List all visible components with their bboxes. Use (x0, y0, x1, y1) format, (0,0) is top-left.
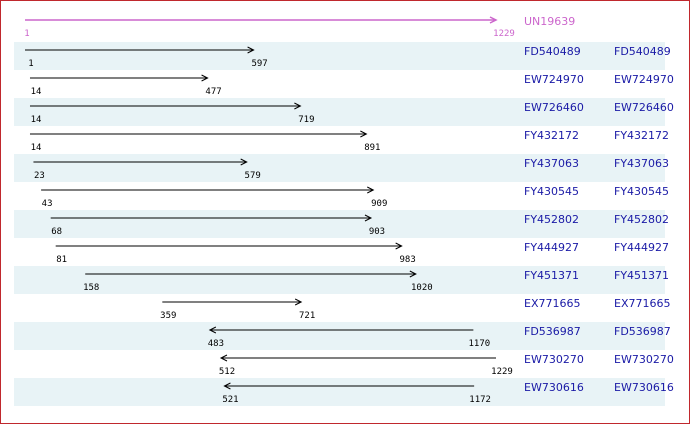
alignment-start-label: 14 (31, 115, 42, 125)
alignment-end-label: 903 (369, 227, 385, 237)
alignment-start-label: 521 (222, 395, 238, 405)
accession-link-fy437063[interactable]: FY437063 (524, 157, 580, 170)
accession-link-secondary-ew726460[interactable]: EW726460 (614, 101, 674, 114)
alignment-start-label: 14 (31, 143, 42, 153)
alignment-start-label: 512 (219, 367, 235, 377)
reference-track (25, 16, 498, 24)
accession-link-ew724970[interactable]: EW724970 (524, 73, 584, 86)
alignment-end-label: 1172 (469, 395, 491, 405)
alignment-arrow-ew730616 (223, 382, 475, 390)
accession-link-ew726460[interactable]: EW726460 (524, 101, 584, 114)
accession-link-fy430545[interactable]: FY430545 (524, 185, 580, 198)
alignment-start-label: 14 (31, 87, 42, 97)
alignment-end-label: 477 (205, 87, 221, 97)
alignment-start-label: 23 (34, 171, 45, 181)
accession-link-secondary-fy430545[interactable]: FY430545 (614, 185, 670, 198)
alignment-start-label: 1 (28, 59, 33, 69)
alignment-arrow-fy451371 (85, 270, 417, 278)
alignment-end-label: 1229 (491, 367, 513, 377)
alignment-start-label: 68 (51, 227, 62, 237)
accession-link-fy451371[interactable]: FY451371 (524, 269, 580, 282)
accession-link-fd540489[interactable]: FD540489 (524, 45, 581, 58)
alignment-arrow-ex771665 (162, 298, 303, 306)
row-band (14, 378, 665, 406)
alignment-end-label: 891 (364, 143, 380, 153)
alignment-end-label: 597 (251, 59, 267, 69)
accession-link-ew730270[interactable]: EW730270 (524, 353, 584, 366)
alignment-start-label: 158 (83, 283, 99, 293)
accession-link-secondary-fd536987[interactable]: FD536987 (614, 325, 671, 338)
alignment-end-label: 1020 (411, 283, 433, 293)
alignment-arrow-ew724970 (29, 74, 209, 82)
alignment-start-label: 483 (208, 339, 224, 349)
alignment-arrow-fd540489 (25, 46, 255, 54)
alignment-arrow-fy437063 (33, 158, 248, 166)
alignment-end-label: 909 (371, 199, 387, 209)
alignment-end-label: 721 (299, 311, 315, 321)
row-band (14, 42, 665, 70)
accession-link-fd536987[interactable]: FD536987 (524, 325, 581, 338)
row-band (14, 266, 665, 294)
accession-link-secondary-fy451371[interactable]: FY451371 (614, 269, 670, 282)
accession-link-secondary-fy444927[interactable]: FY444927 (614, 241, 670, 254)
alignment-end-label: 719 (298, 115, 314, 125)
alignment-arrow-fy452802 (50, 214, 373, 222)
accession-link-secondary-fy437063[interactable]: FY437063 (614, 157, 670, 170)
row-band (14, 210, 665, 238)
alignment-end-label: 579 (245, 171, 261, 181)
alignment-arrow-fy430545 (41, 186, 375, 194)
accession-link-secondary-fy452802[interactable]: FY452802 (614, 213, 670, 226)
alignment-start-label: 43 (42, 199, 53, 209)
alignment-arrow-fd536987 (208, 326, 474, 334)
accession-link-fy432172[interactable]: FY432172 (524, 129, 580, 142)
reference-start-label: 1 (24, 29, 29, 39)
accession-link-ex771665[interactable]: EX771665 (524, 297, 581, 310)
row-band (14, 154, 665, 182)
alignment-arrow-fy432172 (29, 130, 368, 138)
alignment-arrow-fy444927 (55, 242, 403, 250)
accession-link-secondary-ew724970[interactable]: EW724970 (614, 73, 674, 86)
accession-link-secondary-ew730616[interactable]: EW730616 (614, 381, 674, 394)
alignment-end-label: 983 (400, 255, 416, 265)
accession-link-ew730616[interactable]: EW730616 (524, 381, 584, 394)
alignment-start-label: 81 (56, 255, 67, 265)
accession-link-fy444927[interactable]: FY444927 (524, 241, 580, 254)
accession-link-secondary-fy432172[interactable]: FY432172 (614, 129, 670, 142)
accession-link-fy452802[interactable]: FY452802 (524, 213, 580, 226)
row-band (14, 98, 665, 126)
alignment-end-label: 1170 (469, 339, 491, 349)
row-band (14, 322, 665, 350)
alignment-arrow-ew726460 (29, 102, 302, 110)
accession-link-secondary-ex771665[interactable]: EX771665 (614, 297, 671, 310)
accession-link-secondary-ew730270[interactable]: EW730270 (614, 353, 674, 366)
reference-end-label: 1229 (493, 29, 515, 39)
alignment-start-label: 359 (160, 311, 176, 321)
accession-link-secondary-fd540489[interactable]: FD540489 (614, 45, 671, 58)
reference-id-label[interactable]: UN19639 (524, 15, 576, 28)
alignment-arrow-ew730270 (219, 354, 496, 362)
